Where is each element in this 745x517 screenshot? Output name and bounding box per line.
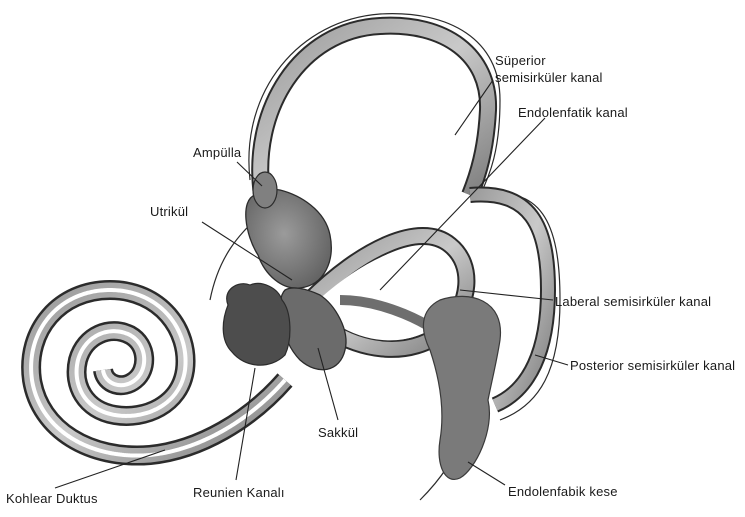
label-saccule: Sakkül [318,425,358,440]
label-cochlear-duct: Kohlear Duktus [6,491,98,506]
leader-endolymphatic-sac [468,462,505,485]
label-superior-line2: semisirküler kanal [495,70,603,85]
label-lateral-canal: Laberal semisirküler kanal [555,294,711,309]
ampulla-shape [253,172,277,208]
label-utricle: Utrikül [150,204,188,219]
label-ampulla: Ampülla [193,145,242,160]
label-endolymphatic-sac: Endolenfabik kese [508,484,618,499]
label-superior-line1: Süperior [495,53,546,68]
endolymphatic-sac-shape [423,296,500,479]
endolymphatic-duct-and-sac [340,296,500,479]
label-reunien-canal: Reunien Kanalı [193,485,285,500]
reunien-region-shape [223,283,290,365]
label-posterior-canal: Posterior semisirküler kanal [570,358,735,373]
label-endolymphatic-duct: Endolenfatik kanal [518,105,628,120]
